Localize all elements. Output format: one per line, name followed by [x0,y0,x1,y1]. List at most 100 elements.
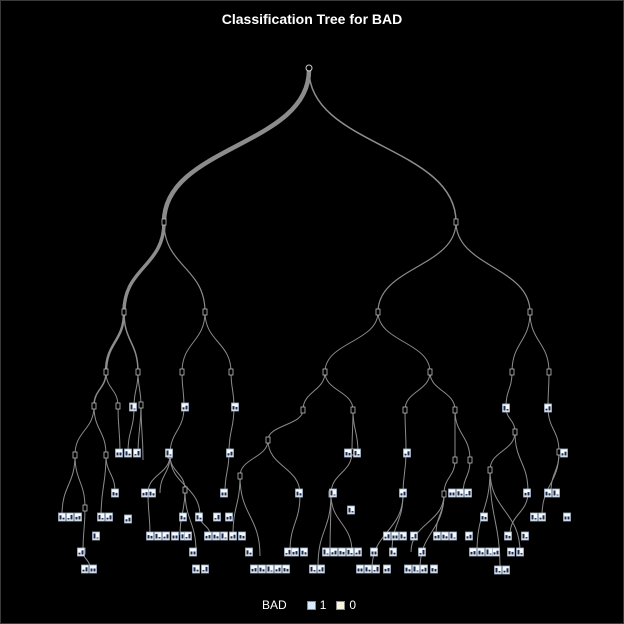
tree-branch [454,409,471,461]
tree-branch [289,493,301,553]
split-node [427,368,433,376]
tree-branch [489,469,521,553]
split-node [115,402,121,410]
tree-branch [127,406,135,454]
tree-branch [302,371,326,411]
leaf-node [105,512,113,522]
leaf-node [410,531,418,541]
tree-branch [61,454,76,516]
leaf-node [391,531,399,541]
leaf-node [502,403,510,413]
leaf-node [179,512,187,522]
leaf-node [356,564,364,574]
split-node [453,218,459,226]
leaf-node [492,547,500,557]
leaf-node [544,488,552,498]
tree-branch [402,451,407,495]
leaf-node [58,512,66,522]
tree-branch [547,406,560,453]
tree-branch [455,221,531,313]
split-node [300,406,306,414]
leaf-node [124,514,132,524]
leaf-node [354,547,362,557]
tree-branch [163,221,206,313]
leaf-node [330,547,338,557]
leaf-node [448,488,456,498]
leaf-node [469,547,477,557]
leaf-node [523,488,531,498]
split-node [265,436,271,444]
split-node [121,308,127,316]
leaf-node [403,448,411,458]
tree-branch [330,493,353,553]
tree-branch [104,311,126,373]
leaf-node [291,547,299,557]
leaf-node [300,547,308,557]
leaf-node [111,488,119,498]
tree-branch [204,311,232,373]
tree-branch [159,454,171,494]
tree-branch [377,311,431,373]
tree-branch [529,311,550,373]
leaf-node [456,488,464,498]
tree-branch [74,405,95,456]
tree-branch [404,409,407,453]
leaf-node [274,564,282,574]
leaf-node [231,402,239,412]
legend-label-1: 1 [319,598,327,612]
leaf-node [465,531,473,541]
tree-branch [169,454,201,517]
tree-branch [377,221,457,313]
tree-branch [476,469,491,553]
tree-branch [137,371,142,406]
leaf-node [213,512,221,522]
split-node [103,451,109,459]
tree-branch [329,493,332,553]
leaf-node [225,512,233,522]
tree-branch [352,409,359,453]
tree-branch [267,409,304,441]
split-node [135,368,141,376]
leaf-node [317,564,325,574]
leaf-node [92,531,100,541]
split-node [182,486,188,494]
tree-branch [230,371,235,408]
split-node [161,218,167,226]
leaf-node [181,402,189,412]
leaf-node [212,531,220,541]
chart-title: Classification Tree for BAD [221,11,403,27]
split-node [138,401,144,409]
split-node [441,490,447,498]
leaf-node [399,488,407,498]
tree-branch [184,489,197,553]
leaf-node [389,547,397,557]
tree-branch [330,451,353,495]
leaf-node [404,564,412,574]
tree-branch [509,491,529,536]
tree-branch [505,371,513,408]
tree-branch [181,371,185,408]
leaf-node [322,547,330,557]
tree-branch [308,69,457,223]
tree-branch [239,439,269,477]
tree-branch [550,451,560,493]
leaf-node [74,512,82,522]
split-node [509,368,515,376]
leaf-node [295,488,303,498]
leaf-node [433,531,441,541]
tree-branch [404,371,431,411]
leaf-node [412,564,420,574]
tree-branch [123,311,139,373]
leaf-node [238,531,246,541]
split-node [350,406,356,414]
tree-branch [514,431,529,493]
leaf-node [507,547,515,557]
split-node [546,368,552,376]
leaf-node [563,512,571,522]
leaf-node [347,505,355,515]
leaf-node [480,512,488,522]
split-node [375,308,381,316]
leaf-node [544,403,552,413]
tree-branch [161,69,312,223]
leaf-node [346,547,354,557]
